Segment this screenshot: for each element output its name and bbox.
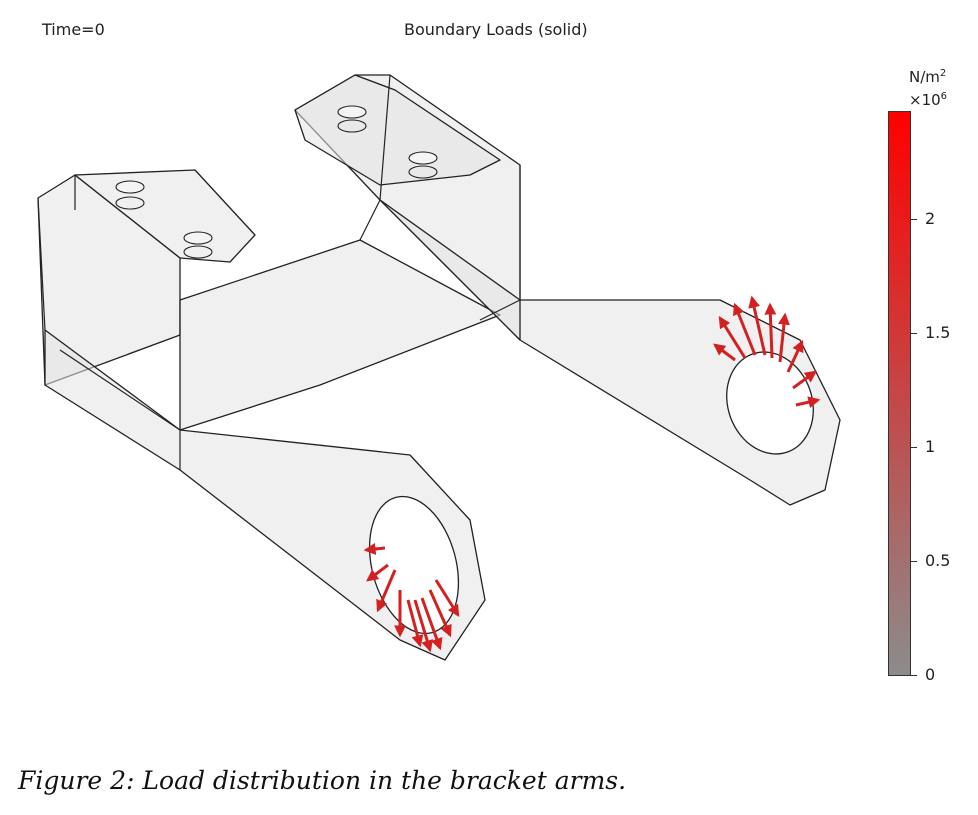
colorbar-tick: [911, 333, 917, 334]
multiplier-power: 6: [940, 91, 948, 102]
plot-title: Boundary Loads (solid): [404, 20, 588, 39]
right-top-plate: [294, 74, 501, 186]
figure-caption: Figure 2: Load distribution in the brack…: [18, 766, 627, 795]
right-arm: [379, 199, 841, 506]
colorbar: [888, 111, 911, 676]
colorbar-tick-label: 1.5: [925, 323, 951, 342]
colorbar-tick-label: 0: [925, 665, 936, 684]
edges: [37, 74, 521, 470]
colorbar-tick-label: 2: [925, 209, 936, 228]
colorbar-unit: N/m2 ×106: [909, 64, 947, 110]
multiplier-text: ×10: [909, 91, 941, 109]
unit-power: 2: [939, 68, 947, 79]
colorbar-tick-label: 1: [925, 437, 936, 456]
left-block: [37, 174, 181, 386]
arm-holes: [368, 351, 814, 635]
colorbar-tick: [911, 675, 917, 676]
colorbar-tick: [911, 561, 917, 562]
bracket-body: [37, 74, 841, 661]
load-arrows-left: [363, 543, 460, 653]
bolt-holes: [115, 105, 438, 259]
colorbar-tick-label: 0.5: [925, 551, 951, 570]
unit-text: N/m: [909, 68, 940, 86]
time-label: Time=0: [42, 20, 105, 39]
load-arrows-right: [713, 295, 821, 408]
colorbar-tick: [911, 219, 917, 220]
base-plate: [179, 239, 501, 431]
bracket-model-view[interactable]: [0, 0, 880, 740]
colorbar-tick: [911, 447, 917, 448]
